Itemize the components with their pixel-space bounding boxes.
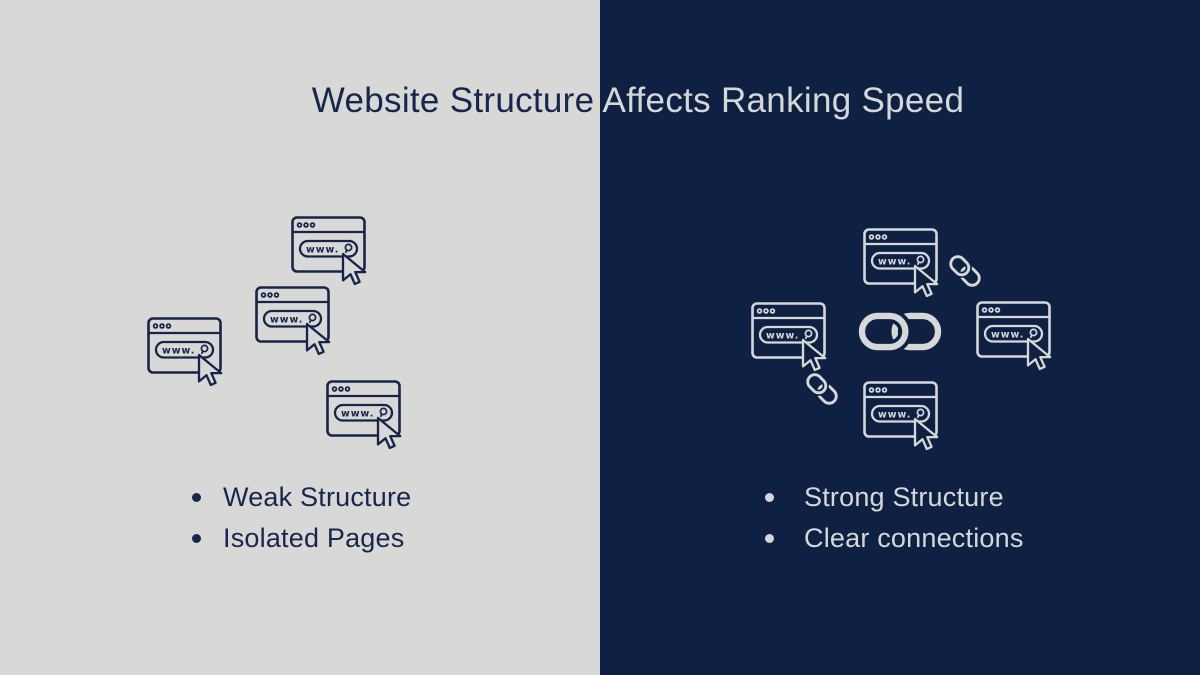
- browser-window-icon: [255, 286, 333, 360]
- strong-structure-bullet-list: Strong Structure Clear connections: [765, 477, 1024, 559]
- bullet-dot: [765, 534, 774, 543]
- browser-window-icon: [751, 302, 829, 376]
- weak-structure-bullet-list: Weak Structure Isolated Pages: [192, 477, 411, 559]
- bullet-dot: [192, 534, 201, 543]
- browser-window-icon: [326, 380, 404, 454]
- list-item: Strong Structure: [765, 477, 1024, 518]
- list-item: Isolated Pages: [192, 518, 411, 559]
- list-item: Weak Structure: [192, 477, 411, 518]
- browser-window-icon: [976, 301, 1054, 375]
- list-item: Clear connections: [765, 518, 1024, 559]
- weak-structure-panel: [0, 0, 600, 675]
- bullet-label: Clear connections: [804, 523, 1024, 553]
- bullet-dot: [765, 493, 774, 502]
- browser-window-icon: [863, 228, 941, 302]
- bullet-dot: [192, 493, 201, 502]
- browser-window-icon: [147, 317, 225, 391]
- chain-link-icon: [858, 312, 942, 351]
- browser-window-icon: [291, 216, 369, 290]
- browser-window-icon: [863, 381, 941, 455]
- bullet-label: Strong Structure: [804, 482, 1004, 512]
- bullet-label: Weak Structure: [223, 482, 412, 512]
- bullet-label: Isolated Pages: [223, 523, 405, 553]
